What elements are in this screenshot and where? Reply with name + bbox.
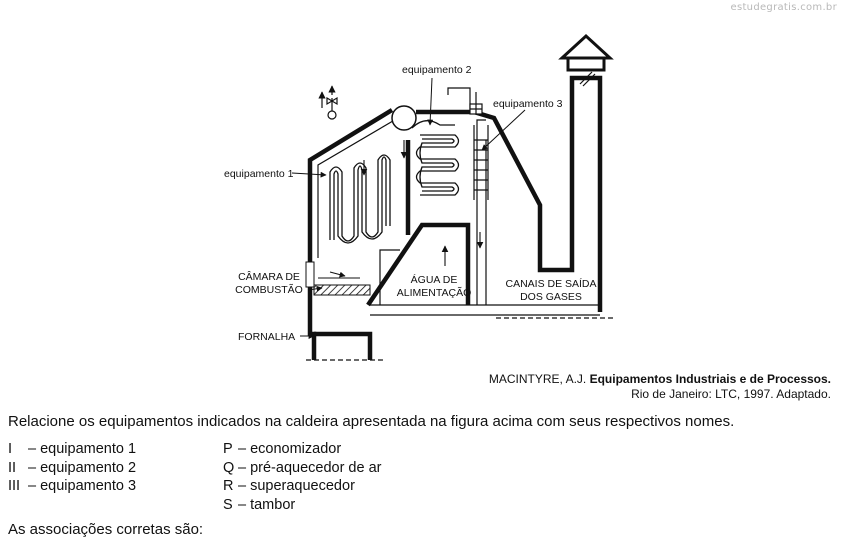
boiler-diagram: equipamento 1 equipamento 2 equipamento … bbox=[224, 33, 615, 361]
label-camara-2: COMBUSTÃO bbox=[235, 283, 303, 296]
label-equipamento-2: equipamento 2 bbox=[402, 64, 472, 76]
grate-fornalha bbox=[305, 261, 371, 296]
item-text: – tambor bbox=[238, 496, 296, 513]
item-text: – equipamento 1 bbox=[28, 441, 137, 457]
citation-line-1: MACINTYRE, A.J. Equipamentos Industriais… bbox=[489, 372, 831, 387]
list-item: S – tambor bbox=[223, 496, 382, 515]
chimney bbox=[558, 33, 614, 72]
superheater-coils bbox=[329, 154, 391, 244]
flow-arrows bbox=[318, 140, 484, 279]
question-text: Relacione os equipamentos indicados na c… bbox=[8, 413, 735, 430]
item-text: – equipamento 3 bbox=[28, 478, 137, 495]
item-roman: II bbox=[8, 459, 17, 476]
label-canais-2: DOS GASES bbox=[520, 291, 582, 303]
label-agua-2: ALIMENTAÇÃO bbox=[397, 286, 471, 299]
list-item: Q– pré-aquecedor de ar bbox=[223, 459, 382, 478]
label-canais-1: CANAIS DE SAÍDA bbox=[505, 277, 596, 290]
list-item: I – equipamento 1 bbox=[8, 440, 136, 459]
answer-intro: As associações corretas são: bbox=[8, 521, 204, 538]
label-camara-1: CÂMARA DE bbox=[238, 270, 300, 283]
item-text: – superaquecedor bbox=[238, 478, 355, 495]
label-equipamento-1: equipamento 1 bbox=[224, 168, 294, 180]
label-equipamento-3: equipamento 3 bbox=[493, 98, 563, 110]
item-roman: III bbox=[8, 478, 21, 495]
steam-drum bbox=[391, 105, 417, 131]
label-fornalha: FORNALHA bbox=[238, 331, 295, 343]
list-item: R– superaquecedor bbox=[223, 477, 382, 496]
citation-title: Equipamentos Industriais e de Processos. bbox=[589, 372, 831, 386]
item-text: – pré-aquecedor de ar bbox=[238, 459, 382, 476]
citation-publisher: Rio de Janeiro: LTC, 1997. Adaptado. bbox=[631, 387, 831, 401]
label-agua-1: ÁGUA DE bbox=[411, 273, 458, 286]
item-roman: I bbox=[8, 441, 13, 457]
economizer-coils bbox=[411, 120, 460, 196]
watermark: estudegratis.com.br bbox=[730, 2, 837, 13]
leader-lines bbox=[291, 77, 526, 339]
citation: MACINTYRE, A.J. Equipamentos Industriais… bbox=[489, 372, 831, 402]
air-preheater bbox=[447, 87, 489, 200]
valve-gauge bbox=[318, 85, 338, 120]
item-letter: P bbox=[223, 441, 233, 457]
item-letter: S bbox=[223, 496, 233, 513]
right-column: P – economizador Q– pré-aquecedor de ar R… bbox=[223, 440, 382, 514]
item-letter: R bbox=[223, 478, 234, 495]
list-item: III – equipamento 3 bbox=[8, 477, 136, 496]
damper bbox=[574, 71, 598, 87]
item-text: – economizador bbox=[238, 441, 342, 457]
list-item: II – equipamento 2 bbox=[8, 459, 136, 478]
left-column: I – equipamento 1 II – equipamento 2 III – … bbox=[8, 440, 136, 496]
item-text: – equipamento 2 bbox=[28, 459, 137, 476]
citation-author: MACINTYRE, A.J. bbox=[488, 372, 587, 386]
list-item: P – economizador bbox=[223, 440, 382, 459]
item-letter: Q bbox=[223, 459, 235, 476]
